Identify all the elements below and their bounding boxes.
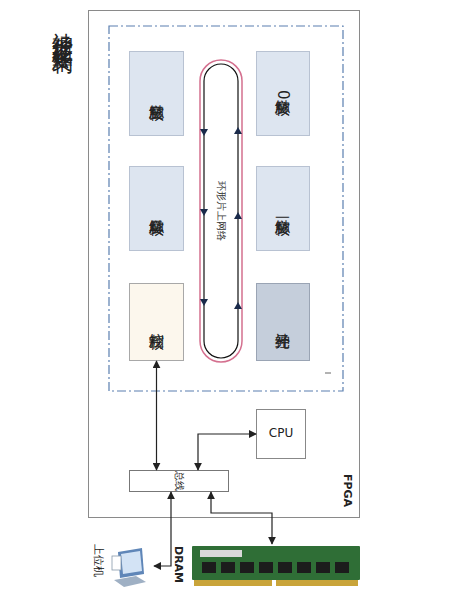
chip <box>202 562 216 573</box>
fpga-board-label: FPGA <box>341 474 353 507</box>
ring-noc: 环形片上网络 <box>199 59 243 363</box>
tick-mark <box>325 373 331 374</box>
synapse-core: 突触核二 <box>129 166 184 251</box>
synapse-core: 突触核0 <box>256 51 310 136</box>
host-pc: 上位机 <box>92 542 154 590</box>
synapse-core-label: 突触核二 <box>148 207 165 211</box>
neuron-unit-label: 神经元 <box>275 321 292 324</box>
chip <box>335 562 349 573</box>
synapse-core-label: 突触核一 <box>275 207 292 211</box>
dram-art <box>172 544 362 588</box>
pcb <box>192 546 360 580</box>
flow-arrow <box>200 209 208 216</box>
bus-box-label: 总线 <box>174 471 185 491</box>
screen <box>121 551 142 574</box>
synapse-core-label: 突触核三 <box>148 92 165 96</box>
ring-inner <box>204 64 238 358</box>
gold-pins <box>194 580 358 586</box>
notch <box>272 580 276 586</box>
flow-arrow <box>234 302 242 309</box>
chip <box>297 562 311 573</box>
title: 神经形态硬件架构 <box>52 16 73 40</box>
chip <box>278 562 292 573</box>
dash-region <box>109 26 343 391</box>
cpu-box: CPU <box>256 409 306 459</box>
chip <box>221 562 235 573</box>
chip <box>316 562 330 573</box>
ring-outer <box>200 60 242 362</box>
host-pc-label: 上位机 <box>92 544 104 577</box>
synapse-core: 突触核一 <box>256 166 310 251</box>
flow-arrow <box>200 299 208 306</box>
control-core: 控制核 <box>129 283 184 361</box>
sticker <box>200 550 242 557</box>
control-core-label: 控制核 <box>148 321 165 324</box>
neuron-unit: 神经元 <box>256 283 310 361</box>
fpga-board: FPGA 突触核三环形片上网络 突触核0 突触核二 突触核一控制核 神经元 CPU 总线 <box>88 10 360 518</box>
dram-module: DRAM <box>172 544 362 588</box>
dram-module-label: DRAM <box>172 546 184 583</box>
ring-noc-label: 环形片上网络 <box>216 181 227 241</box>
flow-arrow <box>234 127 242 134</box>
paper <box>112 556 121 570</box>
flow-arrow <box>200 129 208 136</box>
cpu-box-label: CPU <box>269 427 293 440</box>
keyboard <box>114 576 146 587</box>
memory-stick <box>192 546 360 586</box>
flow-arrow <box>234 212 242 219</box>
bus-box: 总线 <box>129 470 229 492</box>
synapse-core: 突触核三 <box>129 51 184 136</box>
chip <box>240 562 254 573</box>
synapse-core-label: 突触核0 <box>275 87 292 101</box>
chip <box>259 562 273 573</box>
monitor <box>118 548 144 578</box>
